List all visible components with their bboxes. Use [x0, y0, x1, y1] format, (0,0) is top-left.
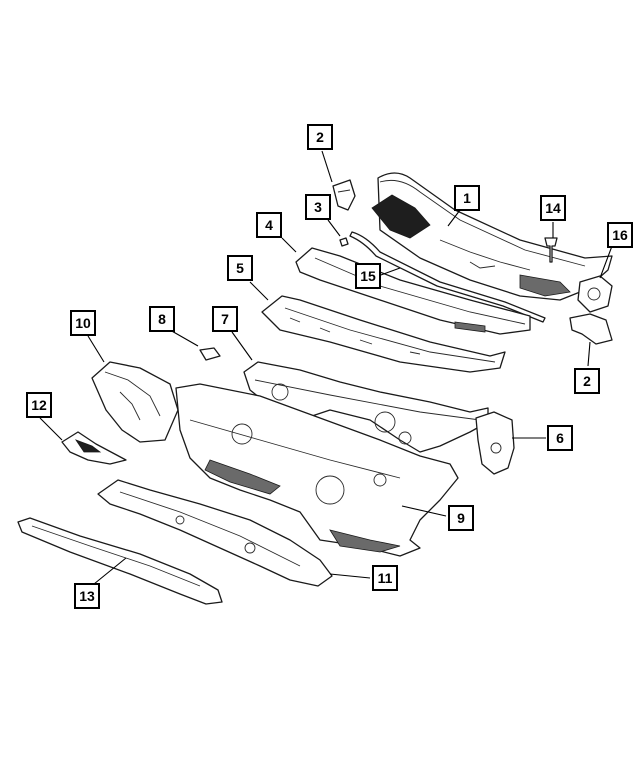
- callout-11: 11: [372, 565, 398, 591]
- callout-6-label: 6: [556, 430, 564, 446]
- seal-strip-part-15: [349, 231, 546, 323]
- cowl-top-panel-part-1: [371, 172, 613, 301]
- callout-3-label: 3: [314, 199, 322, 215]
- callout-13: 13: [74, 583, 100, 609]
- callout-16: 16: [607, 222, 633, 248]
- bracket-part-8: [199, 347, 221, 361]
- dash-panel-part-9: [175, 383, 459, 557]
- callout-6: 6: [547, 425, 573, 451]
- cowl-panel-part-4: [295, 247, 531, 335]
- rail-part-13: [17, 517, 223, 605]
- callout-11-label: 11: [377, 570, 393, 586]
- leader-lines: [39, 150, 613, 585]
- leader-3: [327, 219, 341, 237]
- leader-12: [39, 417, 63, 441]
- leader-2-upper: [321, 150, 333, 183]
- callout-1: 1: [454, 185, 480, 211]
- leader-8: [169, 329, 199, 347]
- callout-7-label: 7: [221, 311, 229, 327]
- push-pin-part-14: [544, 237, 558, 263]
- callout-1-label: 1: [463, 190, 471, 206]
- callout-14: 14: [540, 195, 566, 221]
- callout-12-label: 12: [31, 397, 47, 413]
- callout-3: 3: [305, 194, 331, 220]
- leader-11: [329, 573, 371, 579]
- callout-4: 4: [256, 212, 282, 238]
- callout-13-label: 13: [79, 588, 95, 604]
- callout-12: 12: [26, 392, 52, 418]
- floor-cross-member-part-11: [97, 479, 333, 587]
- callout-5-label: 5: [236, 260, 244, 276]
- callout-2-lower-label: 2: [583, 373, 591, 389]
- leader-13: [93, 557, 127, 585]
- callout-14-label: 14: [545, 200, 561, 216]
- leader-9: [401, 505, 447, 517]
- callout-16-label: 16: [612, 227, 628, 243]
- callout-2-lower: 2: [574, 368, 600, 394]
- callout-2-upper: 2: [307, 124, 333, 150]
- leader-15: [377, 267, 401, 277]
- leader-10: [87, 335, 105, 363]
- leader-1: [447, 209, 461, 227]
- leader-4: [281, 237, 297, 253]
- bracket-part-16: [577, 275, 613, 313]
- callout-15-label: 15: [360, 268, 376, 284]
- callout-10: 10: [70, 310, 96, 336]
- plate-part-6: [475, 411, 515, 475]
- callout-9-label: 9: [457, 510, 465, 526]
- leader-7: [231, 331, 253, 361]
- callout-8: 8: [149, 306, 175, 332]
- side-bracket-part-10: [91, 361, 179, 443]
- callout-10-label: 10: [75, 315, 91, 331]
- callout-15: 15: [355, 263, 381, 289]
- callout-5: 5: [227, 255, 253, 281]
- leader-2-lower: [587, 341, 591, 367]
- callout-2-upper-label: 2: [316, 129, 324, 145]
- pad-part-12: [61, 431, 127, 465]
- leader-16: [599, 245, 613, 279]
- bracket-part-2-upper: [332, 179, 356, 211]
- bracket-part-2-lower: [569, 313, 613, 345]
- callout-8-label: 8: [158, 311, 166, 327]
- callout-4-label: 4: [265, 217, 273, 233]
- clip-part-3: [339, 237, 349, 247]
- callout-7: 7: [212, 306, 238, 332]
- cowl-reinforcement-part-5: [261, 295, 506, 373]
- leader-5: [249, 281, 269, 301]
- callout-9: 9: [448, 505, 474, 531]
